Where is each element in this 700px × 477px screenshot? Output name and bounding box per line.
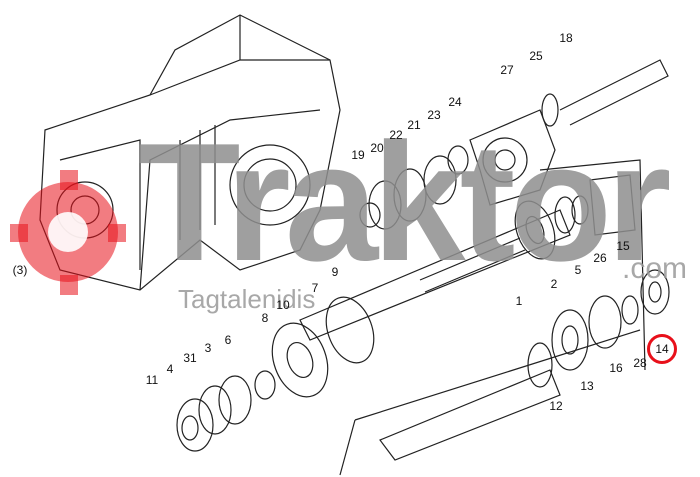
lower-shaft (339, 159, 670, 476)
part-label: 13 (580, 379, 594, 393)
part-label: 1 (515, 294, 523, 308)
watermark-domain: .com (622, 252, 688, 285)
watermark-brand: Traktor (138, 108, 672, 296)
part-label: 25 (529, 49, 543, 63)
gear-logo-icon (10, 170, 126, 295)
highlight-circle (647, 334, 677, 364)
part-label: 11 (145, 373, 159, 387)
part-label: 28 (633, 356, 647, 370)
part-label: 27 (500, 63, 514, 77)
part-label: 20 (370, 141, 384, 155)
watermark-subtitle: Tagtalenidis (178, 284, 316, 314)
part-label: (3) (12, 263, 28, 277)
part-label: 21 (407, 118, 421, 132)
part-label: 10 (276, 298, 290, 312)
part-label: 18 (559, 31, 573, 45)
part-label: 8 (261, 311, 269, 325)
part-label: 26 (593, 251, 607, 265)
part-label: 31 (183, 351, 197, 365)
part-label: 9 (331, 265, 339, 279)
part-label: 19 (351, 148, 365, 162)
part-label: 15 (616, 239, 630, 253)
part-label: 3 (204, 341, 212, 355)
part-label: 4 (166, 362, 174, 376)
part-label: 22 (389, 128, 403, 142)
part-label: 2 (550, 277, 558, 291)
part-label-highlighted: 14 (655, 342, 669, 356)
part-label: 5 (574, 263, 582, 277)
part-label: 7 (311, 281, 319, 295)
part-label: 6 (224, 333, 232, 347)
part-label: 24 (448, 95, 462, 109)
part-label: 12 (549, 399, 563, 413)
part-label: 23 (427, 108, 441, 122)
upper-shaft (176, 59, 669, 452)
part-label: 16 (609, 361, 623, 375)
